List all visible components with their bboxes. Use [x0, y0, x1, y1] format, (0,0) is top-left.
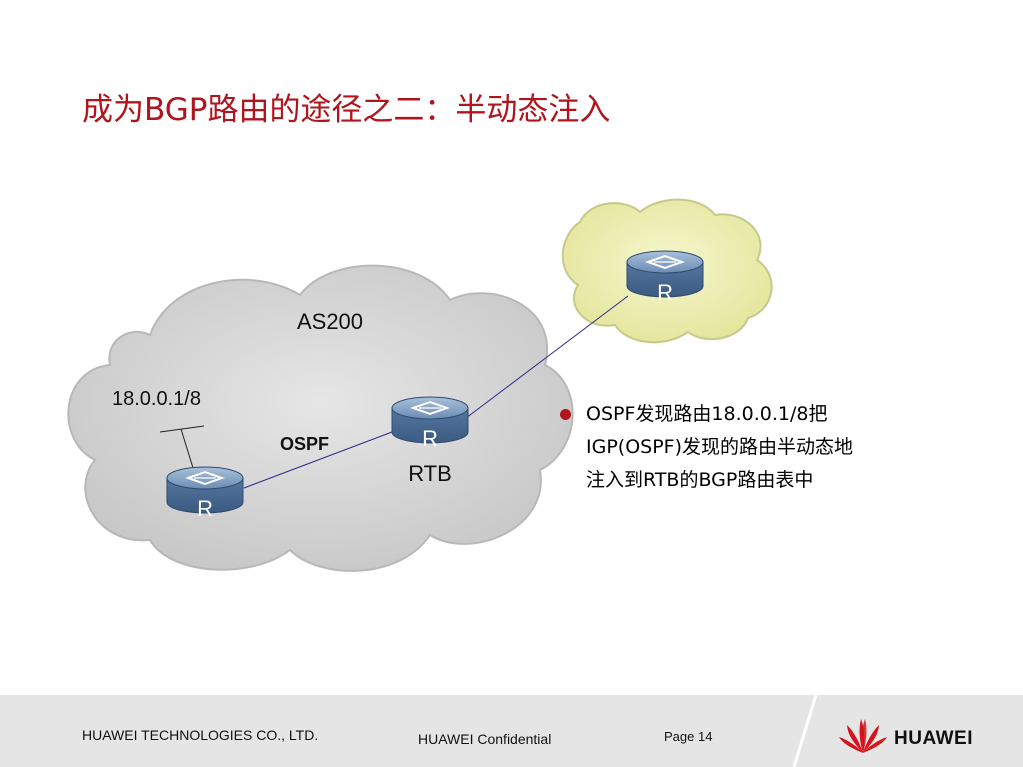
footer-divider-slash: [792, 695, 818, 767]
footer-bar: HUAWEI TECHNOLOGIES CO., LTD. HUAWEI Con…: [0, 695, 1023, 767]
bullet-list: OSPF发现路由18.0.0.1/8把 IGP(OSPF)发现的路由半动态地 注…: [560, 398, 960, 497]
network-diagram: R R R AS200 18.0.0.1/8 OSPF RTB: [67, 198, 773, 572]
bullet-line-1: OSPF发现路由18.0.0.1/8把: [586, 403, 828, 425]
route-marker-top: [159, 425, 205, 433]
bullet-line-2: IGP(OSPF)发现的路由半动态地: [586, 436, 854, 458]
footer-page-number: Page 14: [664, 729, 713, 744]
bullet-dot: [560, 409, 571, 420]
footer-brand: HUAWEI: [894, 728, 973, 749]
router-icon-internal: R: [166, 466, 244, 521]
router-rtb-glyph: R: [422, 426, 438, 451]
footer-confidential: HUAWEI Confidential: [418, 731, 552, 747]
as-label: AS200: [297, 309, 363, 334]
link-internal-rtb: [243, 431, 393, 489]
route-label: 18.0.0.1/8: [112, 388, 201, 410]
bullet-continuation: IGP(OSPF)发现的路由半动态地: [560, 431, 960, 464]
router-internal-glyph: R: [197, 496, 213, 521]
protocol-label: OSPF: [280, 434, 329, 454]
bullet-item: OSPF发现路由18.0.0.1/8把: [560, 398, 960, 431]
slide-title: 成为BGP路由的途径之二：半动态注入: [82, 92, 611, 128]
huawei-logo-icon: [839, 719, 887, 753]
router-external-glyph: R: [657, 280, 673, 305]
router-rtb-name: RTB: [408, 461, 452, 486]
bullet-continuation: 注入到RTB的BGP路由表中: [560, 464, 960, 497]
route-marker-stem: [180, 428, 194, 469]
footer-company: HUAWEI TECHNOLOGIES CO., LTD.: [82, 727, 319, 743]
router-icon-external: R: [626, 250, 704, 305]
link-rtb-external: [465, 295, 629, 419]
bullet-line-3: 注入到RTB的BGP路由表中: [586, 469, 814, 491]
router-icon-rtb: R: [391, 396, 469, 451]
